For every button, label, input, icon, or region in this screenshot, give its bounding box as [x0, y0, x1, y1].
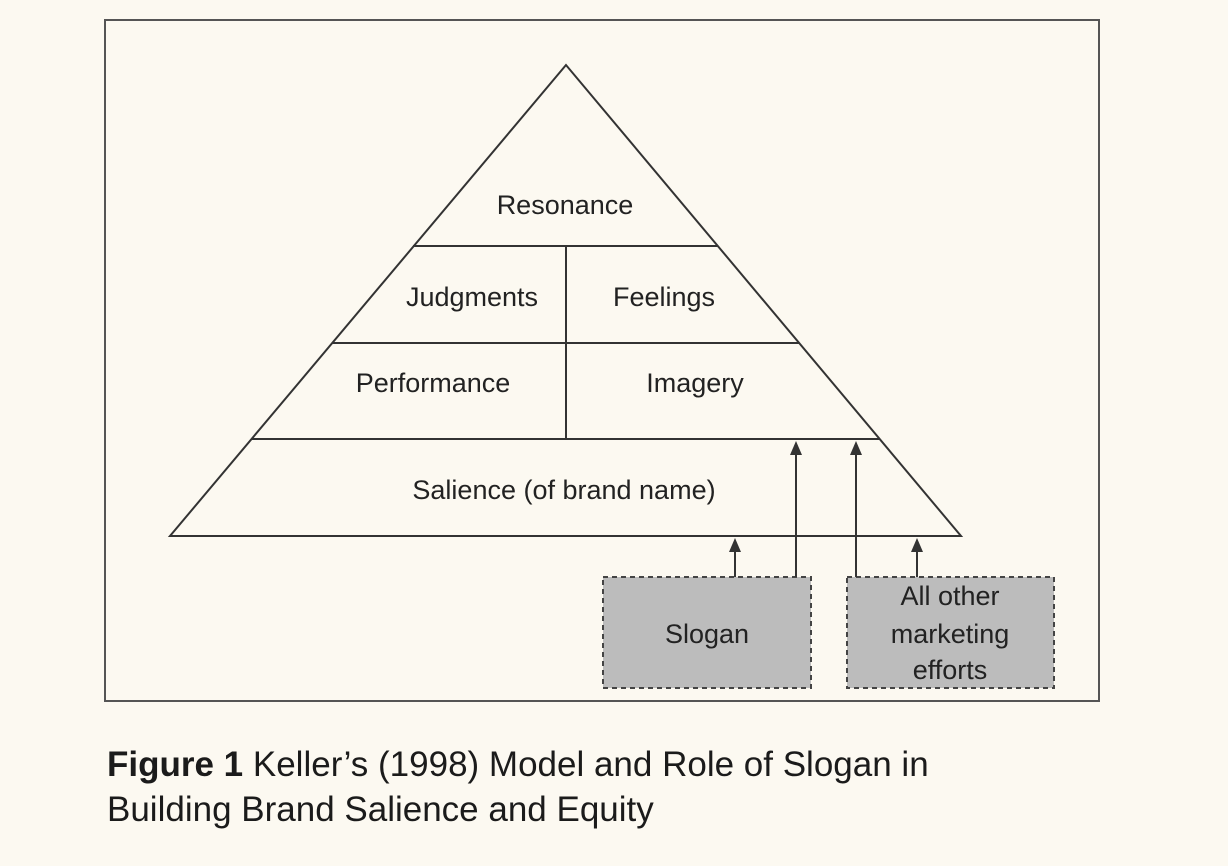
other-efforts-box: [846, 576, 1055, 689]
level-resonance: Resonance: [497, 190, 634, 220]
level-performance: Performance: [356, 368, 511, 398]
arrow-other-to-imagery-head: [850, 441, 862, 455]
level-salience: Salience (of brand name): [412, 475, 715, 505]
arrow-slogan-to-salience-head: [729, 538, 741, 552]
other-efforts-label-line2: marketing: [891, 619, 1010, 649]
other-efforts-label-line3: efforts: [913, 655, 988, 685]
pyramid-outline: [167, 63, 964, 537]
arrow-other-to-salience-head: [911, 538, 923, 552]
arrow-slogan-to-imagery-head: [790, 441, 802, 455]
caption-line-2: Building Brand Salience and Equity: [107, 790, 654, 829]
level-feelings: Feelings: [613, 282, 715, 312]
other-efforts-label-line1: All other: [900, 581, 999, 611]
level-judgments: Judgments: [406, 282, 538, 312]
arrows: [729, 441, 923, 577]
caption-line-1: Figure 1 Keller’s (1998) Model and Role …: [107, 742, 1107, 787]
figure-caption: Figure 1 Keller’s (1998) Model and Role …: [107, 742, 1107, 832]
caption-label: Figure 1: [107, 745, 244, 784]
level-imagery: Imagery: [646, 368, 744, 398]
figure-frame: [104, 19, 1100, 702]
caption-text: Keller’s (1998) Model and Role of Slogan…: [252, 745, 929, 784]
slogan-label: Slogan: [665, 619, 749, 649]
slogan-box: [602, 576, 812, 689]
